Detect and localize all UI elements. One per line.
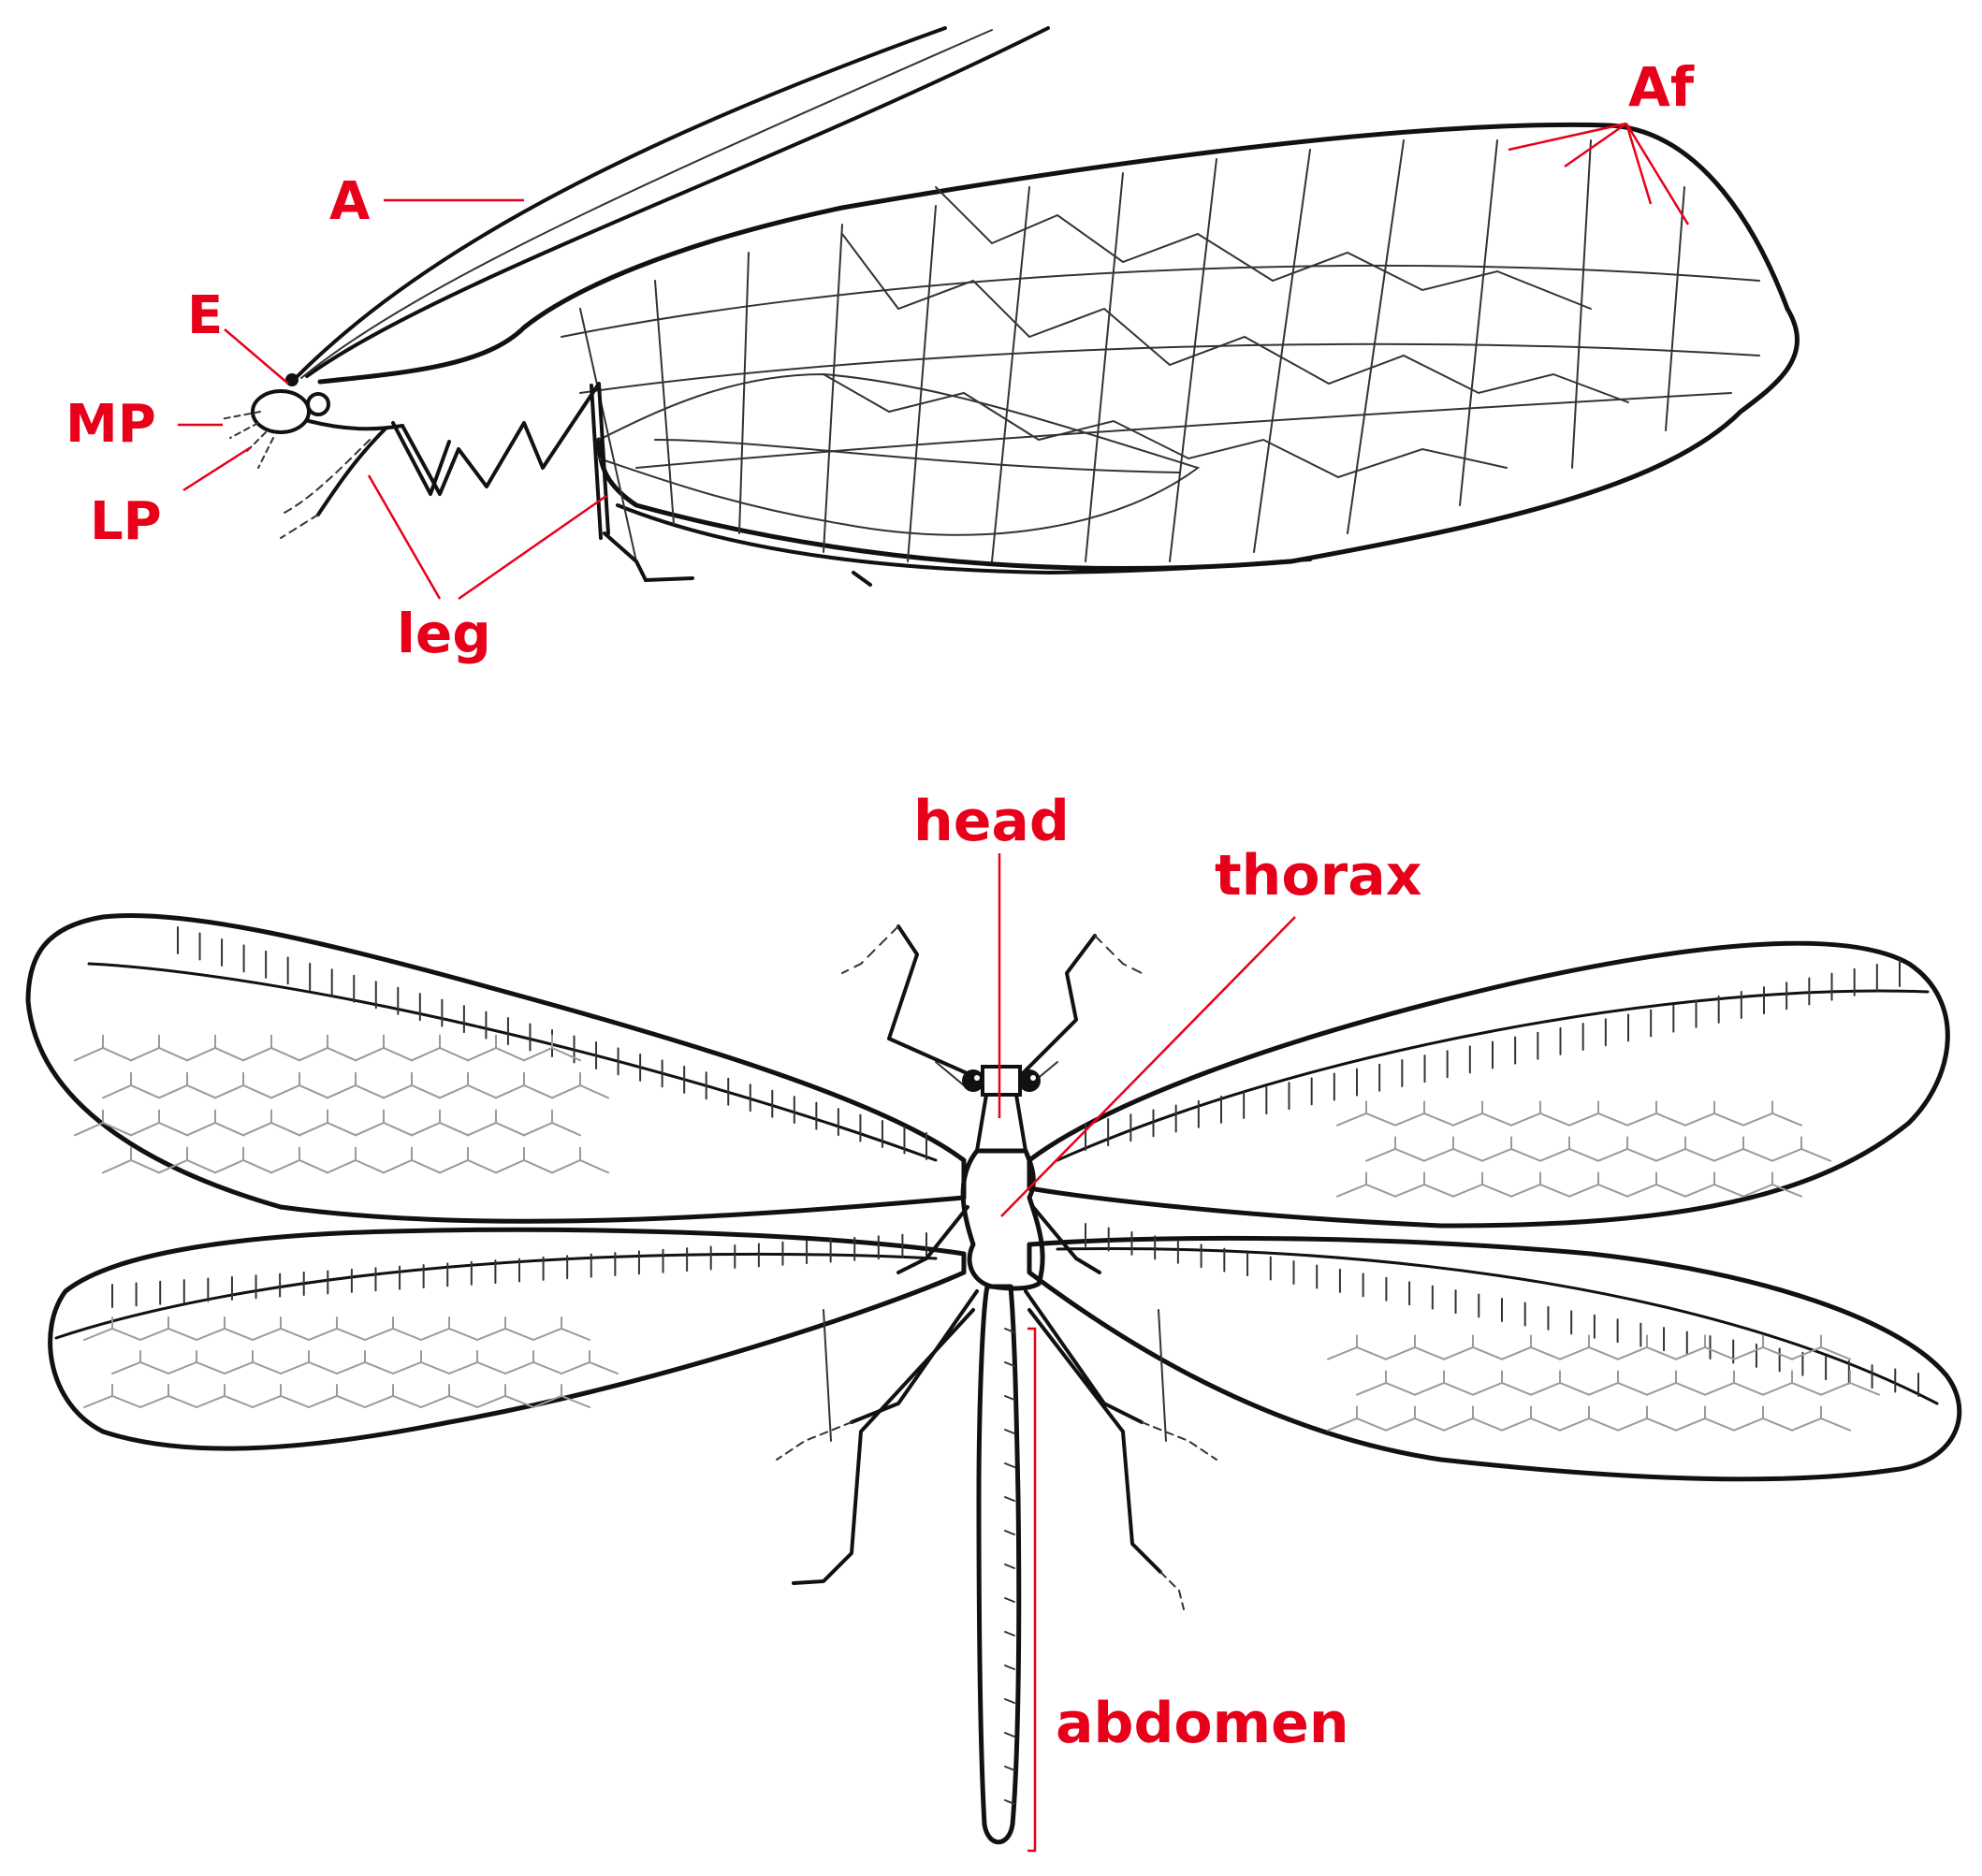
legs-top [776, 1205, 1217, 1610]
top-view-lacewing [25, 853, 1962, 1853]
label-eye: E [187, 285, 224, 346]
side-wing-veins [561, 139, 1760, 562]
eye-side [306, 392, 330, 416]
head-top [962, 1065, 1041, 1153]
costal-bands [54, 926, 1939, 1405]
label-labial-palp: LP [90, 491, 162, 552]
top-wing-veins [74, 1034, 1880, 1432]
pointer-wing-vein-3 [1625, 123, 1653, 205]
pointer-wing-vein-1 [1508, 122, 1627, 152]
label-antenna: A [329, 171, 371, 232]
right-forewing [1027, 940, 1950, 1229]
top-pointer-lines [998, 853, 1296, 1853]
pointer-eye [224, 328, 289, 385]
pointer-labial-palp [182, 445, 252, 492]
label-maxillary-palp: MP [66, 394, 156, 455]
label-abdomen: abdomen [1056, 1691, 1349, 1756]
side-legs [280, 382, 872, 587]
label-thorax: thorax [1215, 843, 1422, 909]
pointer-wing-vein-2 [1564, 122, 1627, 168]
side-abdomen [598, 372, 1201, 536]
antennae-side [296, 26, 1050, 379]
pointer-thorax [1000, 916, 1296, 1217]
side-view-lacewing [178, 26, 1800, 601]
abdomen-segments [1004, 1328, 1015, 1805]
thorax-top [960, 1148, 1045, 1291]
pointer-leg-1 [367, 474, 442, 600]
side-head [220, 373, 404, 469]
label-wing-vein-forks: Af [1628, 55, 1695, 119]
left-hindwing [48, 1227, 967, 1451]
bracket-abdomen [1027, 1327, 1037, 1853]
side-hindwing-edge [616, 503, 1312, 574]
antennae-top [841, 924, 1143, 1086]
pointer-wing-vein-4 [1625, 123, 1690, 225]
left-forewing [25, 912, 967, 1224]
pointer-leg-2 [458, 494, 607, 601]
side-wing-outline [317, 122, 1800, 571]
label-head: head [913, 789, 1070, 854]
abdomen-top [976, 1284, 1022, 1845]
side-pointer-lines [178, 122, 1690, 601]
right-hindwing [1027, 1235, 1962, 1482]
label-leg: leg [397, 602, 491, 665]
